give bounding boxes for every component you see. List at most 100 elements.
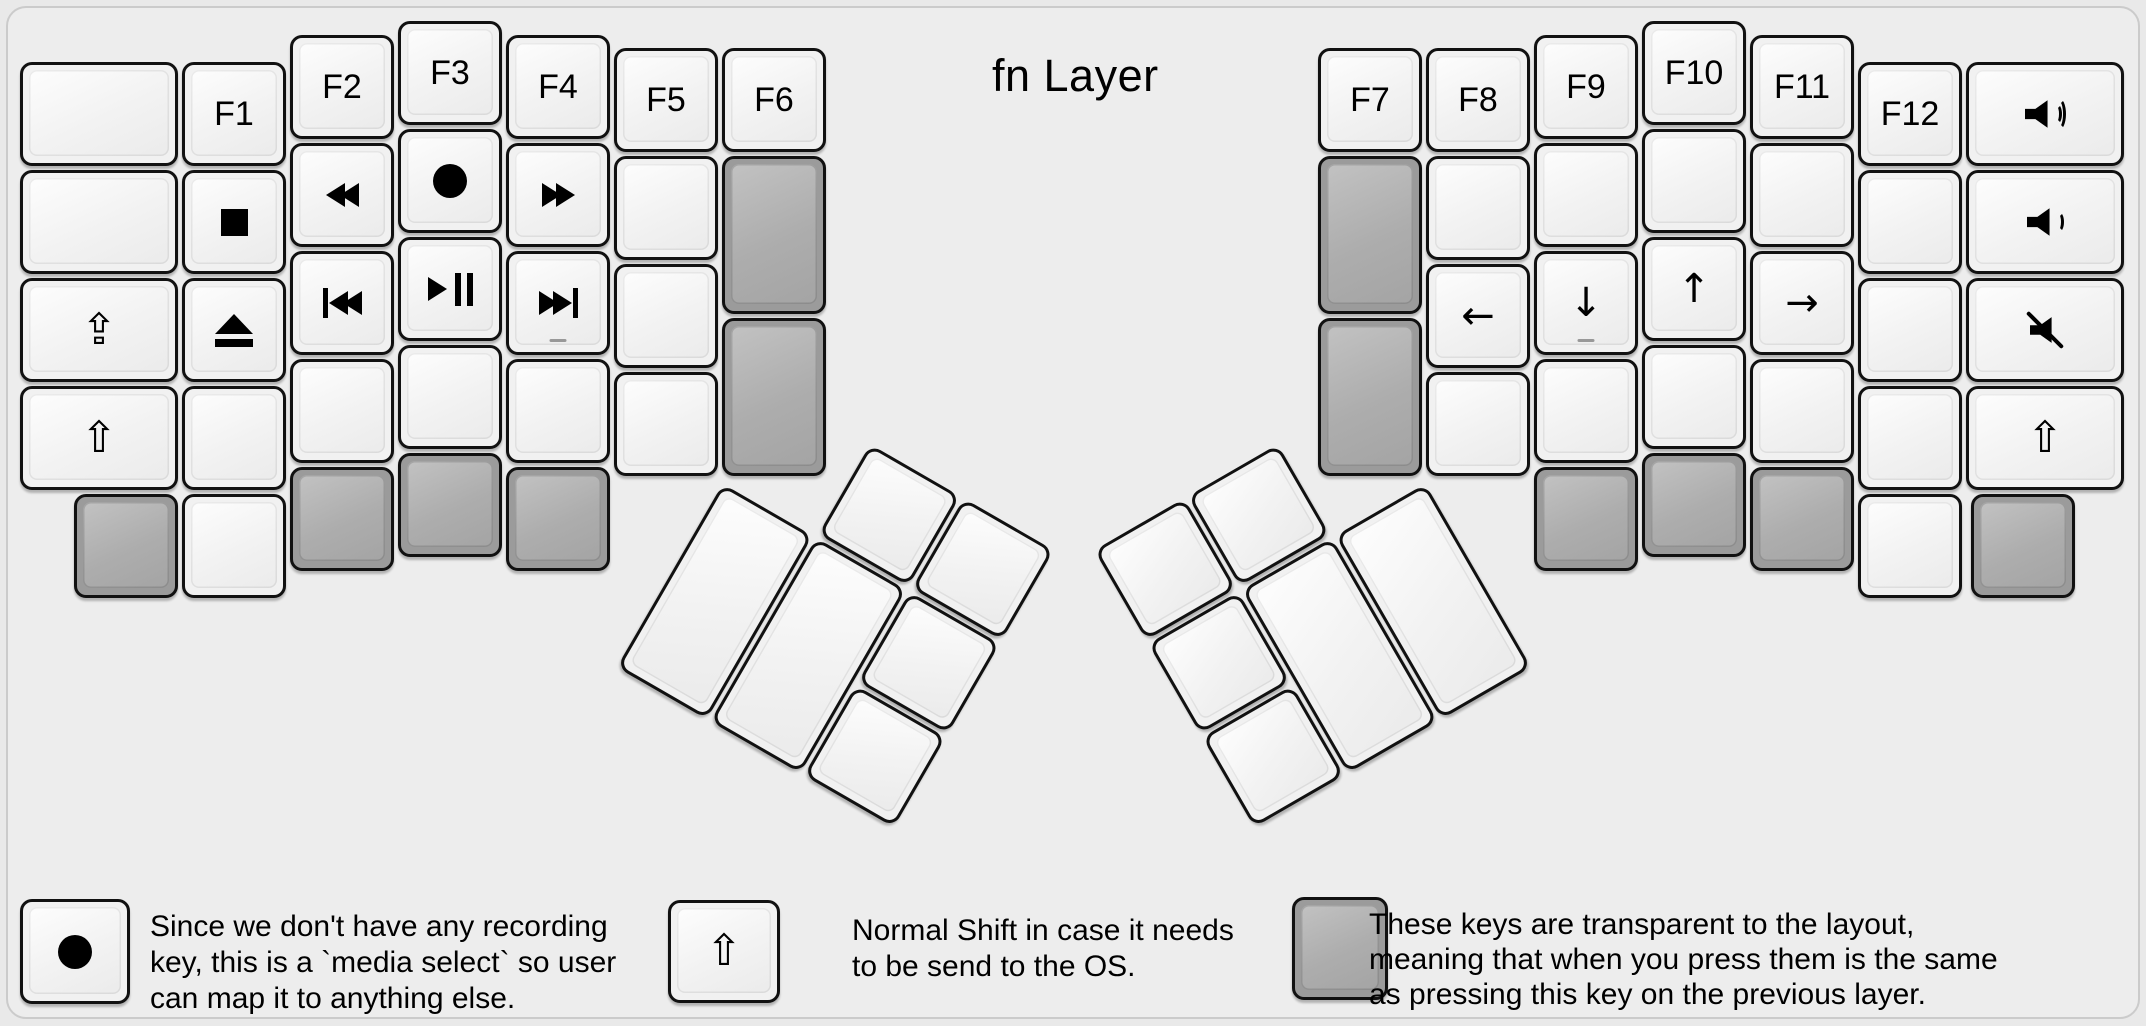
key-blank[interactable] [182,494,286,598]
key-prev-track[interactable] [290,251,394,355]
key-arrow-up[interactable]: ↑ [1642,237,1746,341]
keycap-legend [401,132,499,230]
key-f12[interactable]: F12 [1858,62,1962,166]
key-blank[interactable] [1642,129,1746,233]
keycap-top [1543,475,1629,561]
arrow-right-icon: → [1785,280,1819,326]
keycap-top [623,380,709,466]
key-transparent[interactable] [1318,318,1422,476]
keycap-legend [293,362,391,460]
keycap-legend [401,348,499,446]
tri-u-shape [215,313,253,334]
keycap-top [1759,367,1845,453]
key-f2[interactable]: F2 [290,35,394,139]
key-f11[interactable]: F11 [1750,35,1854,139]
key-f10[interactable]: F10 [1642,21,1746,125]
key-blank[interactable] [1534,143,1638,247]
dot-shape [58,934,92,969]
key-blank[interactable] [614,264,718,368]
vb-shape [322,288,328,318]
keycap-legend [185,389,283,487]
keycap-top [677,908,771,993]
legend-sample-shift-key[interactable]: ⇧ [668,900,780,1003]
key-blank[interactable] [398,345,502,449]
note-line: Normal Shift in case it needs [852,914,1234,947]
key-shift-left[interactable]: ⇧ [20,386,178,490]
note-normal-shift: Normal Shift in case it needs to be send… [852,913,1234,985]
key-f6[interactable]: F6 [722,48,826,152]
key-transparent[interactable] [290,467,394,571]
key-blank[interactable] [1750,359,1854,463]
key-transparent[interactable] [1750,467,1854,571]
key-blank[interactable] [1858,170,1962,274]
key-shift-right[interactable]: ⇧ [1966,386,2124,490]
key-record-media-select[interactable] [398,129,502,233]
key-stop[interactable] [182,170,286,274]
keycap-legend: F4 [538,67,578,106]
key-volume-down[interactable] [1966,170,2124,274]
key-arrow-left[interactable]: ← [1426,264,1530,368]
key-arrow-right[interactable]: → [1750,251,1854,355]
key-arrow-down[interactable]: ↓ [1534,251,1638,355]
prev-track-icon [322,288,362,318]
keycap-legend [293,146,391,244]
key-transparent[interactable] [1971,494,2075,598]
key-blank[interactable] [1426,156,1530,260]
key-f3[interactable]: F3 [398,21,502,125]
key-f5[interactable]: F5 [614,48,718,152]
key-transparent[interactable] [506,467,610,571]
volume-up-icon [2024,98,2066,130]
keycap-legend [509,254,607,352]
key-fast-forward[interactable] [506,143,610,247]
key-play-pause[interactable] [398,237,502,341]
key-f1[interactable]: F1 [182,62,286,166]
key-blank[interactable] [1750,143,1854,247]
key-transparent[interactable] [722,318,826,476]
key-blank[interactable] [614,372,718,476]
keycap-legend [509,146,607,244]
stop-icon [220,208,248,236]
key-blank[interactable] [290,359,394,463]
key-f7[interactable]: F7 [1318,48,1422,152]
key-mute[interactable] [1966,278,2124,382]
key-f8[interactable]: F8 [1426,48,1530,152]
tl-shape [342,291,362,315]
key-volume-up[interactable] [1966,62,2124,166]
key-f9[interactable]: F9 [1534,35,1638,139]
key-blank[interactable] [1858,494,1962,598]
keycap-legend [1753,362,1851,460]
key-blank[interactable] [20,62,178,166]
key-blank[interactable] [1426,372,1530,476]
volume-down-icon [2026,207,2064,237]
key-blank[interactable] [614,156,718,260]
keycap-legend [1645,456,1743,554]
key-rewind[interactable] [290,143,394,247]
key-transparent[interactable] [74,494,178,598]
note-line: meaning that when you press them is the … [1369,943,1998,976]
vb-shape [572,288,578,318]
key-f4[interactable]: F4 [506,35,610,139]
key-blank[interactable] [1858,386,1962,490]
key-blank[interactable] [506,359,610,463]
key-transparent[interactable] [1318,156,1422,314]
key-transparent[interactable] [398,453,502,557]
key-transparent[interactable] [1534,467,1638,571]
keycap-legend [509,470,607,568]
legend-sample-record-key[interactable] [20,899,130,1004]
key-next-track[interactable] [506,251,610,355]
key-blank[interactable] [1642,345,1746,449]
key-transparent[interactable] [722,156,826,314]
shift-icon: ⇧ [80,412,118,463]
key-blank[interactable] [182,386,286,490]
keycap-legend [1861,497,1959,595]
key-caps-lock[interactable]: ⇪ [20,278,178,382]
key-blank[interactable] [1858,278,1962,382]
key-blank[interactable] [1534,359,1638,463]
sq-shape [220,208,248,236]
keycap-top [1543,151,1629,237]
key-eject[interactable] [182,278,286,382]
keycap-legend [617,267,715,365]
key-blank[interactable] [20,170,178,274]
key-transparent[interactable] [1642,453,1746,557]
legend-sample-transparent-key[interactable] [1292,897,1388,1000]
